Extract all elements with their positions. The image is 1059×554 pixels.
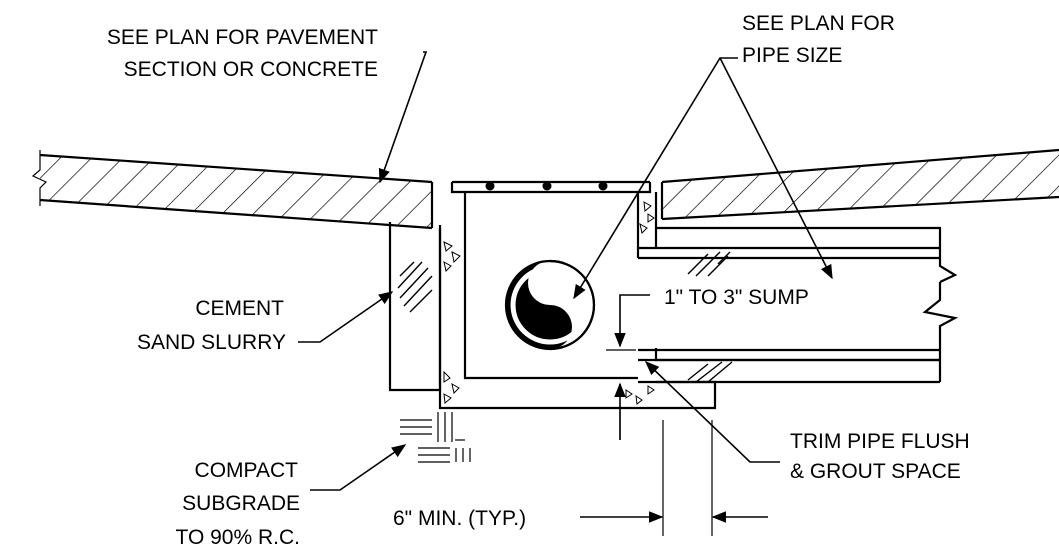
- pipe-size-label-line-2: PIPE SIZE: [742, 44, 842, 67]
- pavement-label-line-1: SEE PLAN FOR PAVEMENT: [107, 26, 378, 49]
- yin-yang-pipe-section-icon: [504, 259, 596, 351]
- pavement-label-line-2: SECTION OR CONCRETE: [124, 58, 378, 81]
- sump-label: 1" TO 3" SUMP: [664, 286, 809, 309]
- subgrade-label-line-3: TO 90% R.C.: [176, 526, 300, 549]
- rebar-dot: [485, 181, 495, 191]
- pipe-size-label-line-1: SEE PLAN FOR: [742, 12, 895, 35]
- compaction-symbol-icon: [400, 412, 471, 463]
- left-pavement-section: [31, 150, 434, 230]
- wall-aggregate-marks: [443, 201, 655, 405]
- subgrade-label-line-1: COMPACT: [195, 459, 299, 482]
- rebar-dot: [598, 181, 608, 191]
- catch-basin-box: [438, 180, 717, 410]
- slurry-label-line-2: SAND SLURRY: [137, 331, 286, 354]
- right-pavement-section: [660, 148, 1059, 221]
- outlet-pipe: [638, 226, 959, 384]
- text-labels: SEE PLAN FOR PAVEMENT SECTION OR CONCRET…: [107, 12, 970, 549]
- leader-lines: [298, 51, 833, 491]
- dimension-lines: [580, 382, 768, 536]
- min-dimension-label: 6" MIN. (TYP.): [393, 507, 526, 530]
- slurry-backfill: [388, 222, 442, 392]
- subgrade-label-line-2: SUBGRADE: [182, 492, 300, 515]
- rebar-dot: [542, 181, 552, 191]
- trim-label-line-2: & GROUT SPACE: [790, 460, 961, 483]
- slurry-label-line-1: CEMENT: [195, 297, 284, 320]
- trim-label-line-1: TRIM PIPE FLUSH: [790, 430, 970, 453]
- break-line-icon: [31, 150, 48, 206]
